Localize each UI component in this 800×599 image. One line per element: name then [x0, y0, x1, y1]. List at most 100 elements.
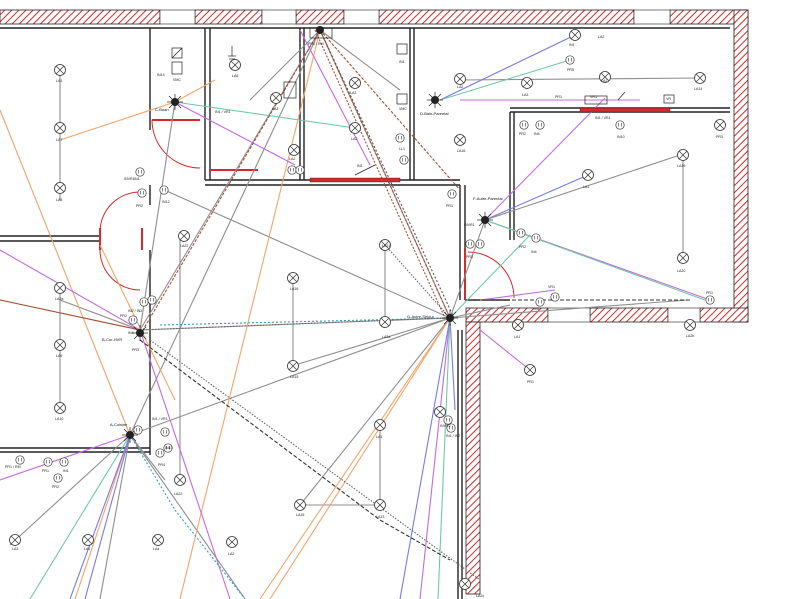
- outlet-icon: [519, 120, 529, 130]
- ceiling-light-icon: [349, 122, 361, 134]
- fixture-label: LA3: [12, 547, 18, 551]
- outlet-icon: [535, 297, 545, 307]
- fixture-label: LA4: [153, 547, 159, 551]
- fixture-label: IN4: [534, 132, 540, 136]
- fixture-labels: LA1 LA7 LA8 LA2a LA9 LA10 LA3 LA1 LA4 LA…: [5, 35, 723, 598]
- fixture-label: LA13: [376, 515, 384, 519]
- fixture-label: LA1: [376, 435, 382, 439]
- fixture-label: IN1: [357, 164, 363, 168]
- fixture-label: LA1: [583, 185, 589, 189]
- fixture-label: LA2a: [55, 297, 63, 301]
- outlet-icon: [159, 185, 169, 195]
- fixture-label: LA3: [350, 91, 356, 95]
- outlet-icon: [399, 155, 409, 165]
- fixture-label: PR2: [120, 314, 127, 318]
- fixture-label: LL1: [399, 147, 405, 151]
- hub-label-cuisine: A-Cuisine: [110, 422, 128, 427]
- ceiling-light-icon: [459, 578, 471, 590]
- ceiling-light-icon: [379, 316, 391, 328]
- ceiling-light-icon: [374, 499, 386, 511]
- fixture-label: IN4: [531, 250, 537, 254]
- ceiling-light-icon: [599, 71, 611, 83]
- fixture-label: PR1 / RM: [308, 42, 324, 46]
- outlet-icon: [705, 295, 715, 305]
- outlet-icon: [287, 165, 297, 175]
- fixture-label: IN1 / VR1: [595, 116, 611, 120]
- hub-bureau: [167, 94, 183, 110]
- fixture-label: LA6: [232, 74, 238, 78]
- fixture-label: IN1 / VR1: [215, 110, 231, 114]
- fixture-label: LA7: [56, 138, 62, 142]
- fixture-label: IN4: [128, 331, 134, 335]
- outlet-icon: [550, 292, 560, 302]
- fixture-label: IN10: [617, 135, 625, 139]
- ceiling-light-icon: [152, 534, 164, 546]
- outlet-icon: [465, 239, 475, 249]
- fixture-label: PR2: [136, 204, 143, 208]
- hub-chambre-parentale: [427, 92, 443, 108]
- fixture-label: LA2c: [476, 594, 484, 598]
- fixture-label: IN1: [534, 307, 540, 311]
- outlet-icon: [395, 133, 405, 143]
- fixture-label: PR3: [132, 348, 139, 352]
- ceiling-light-icon: [54, 182, 66, 194]
- fixture-label: PR4: [158, 463, 165, 467]
- hub-label-sejour: G-Autre-Sejour: [407, 314, 435, 319]
- ceiling-light-icon: [229, 59, 241, 71]
- outlet-icon: [128, 315, 138, 325]
- fixture-label: PR1: [446, 204, 453, 208]
- fixture-label: PR5: [567, 68, 574, 72]
- fixture-label: PR3: [466, 255, 473, 259]
- ceiling-light-icon: [54, 282, 66, 294]
- outlet-icon: [531, 233, 541, 243]
- ceiling-light-icon: [54, 402, 66, 414]
- fixture-label: PR2: [52, 485, 59, 489]
- ceiling-light-icon: [54, 339, 66, 351]
- fixture-label: PR1: [42, 469, 49, 473]
- fixture-label: PR3: [716, 135, 723, 139]
- ceiling-light-icon: [54, 122, 66, 134]
- fixture-label: LA16: [290, 287, 298, 291]
- ceiling-light-icon: [684, 319, 696, 331]
- outlet-icon: [147, 295, 157, 305]
- fixture-label: IN1 / IN2: [446, 434, 460, 438]
- outlet-icon: [475, 239, 485, 249]
- outlet-icon: [53, 473, 63, 483]
- ceiling-light-icon: [226, 536, 238, 548]
- outlet-icon: [615, 120, 625, 130]
- hub-label-chambre-parentale: D-Bain-Parental: [420, 111, 449, 116]
- outlet-icon: [163, 443, 173, 453]
- hub-labels: A-Cuisine B-Cor-HVR C-Buan D-Bain-Parent…: [102, 107, 503, 427]
- fixture-label: IN13: [165, 446, 173, 450]
- outlet-icon: [295, 165, 305, 175]
- fixture-label: LA2b: [686, 334, 694, 338]
- fixture-label: LA9: [56, 354, 62, 358]
- fixture-label: VMC: [173, 78, 181, 82]
- ceiling-light-icon: [512, 319, 524, 331]
- hub-autre-parental: [477, 212, 493, 228]
- ceiling-light-icon: [82, 534, 94, 546]
- ceiling-light-icon: [379, 239, 391, 251]
- outlet-icon: [43, 457, 53, 467]
- ceiling-light-icon: [454, 134, 466, 146]
- ceiling-light-icon: [524, 364, 536, 376]
- equipment-bars: [309, 107, 671, 183]
- ceiling-light-icon: [694, 72, 706, 84]
- hub-label-autre-parental: F-Autre-Parental: [473, 196, 503, 201]
- fixture-label: LA15: [296, 513, 304, 517]
- ceiling-light-icon: [54, 64, 66, 76]
- fixture-label: LA3: [522, 93, 528, 97]
- fixture-label: LA22: [174, 492, 182, 496]
- ceiling-light-icon: [178, 230, 190, 242]
- ceiling-light-icon: [434, 406, 446, 418]
- fixture-label: INVR1: [124, 177, 135, 181]
- fixture-label: VR1: [548, 285, 555, 289]
- fixture-label: LA2: [598, 35, 604, 39]
- fixture-label: LA21: [382, 244, 390, 248]
- ceiling-light-icon: [582, 169, 594, 181]
- fixture-label: LA15: [290, 375, 298, 379]
- door-swings: [99, 119, 515, 299]
- fixture-label: IN14: [157, 73, 165, 77]
